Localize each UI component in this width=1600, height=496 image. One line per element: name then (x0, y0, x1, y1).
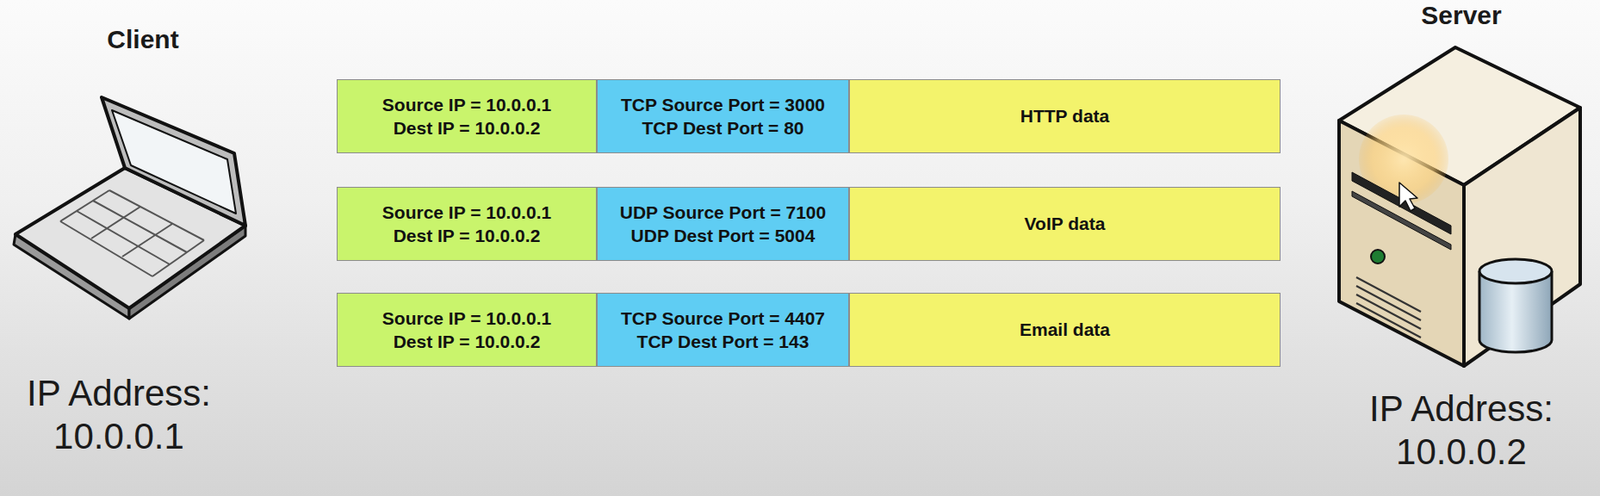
packet-field: VoIP data (1024, 211, 1106, 236)
packet-field: Dest IP = 10.0.0.2 (393, 223, 541, 248)
ip-header-cell: Source IP = 10.0.0.1Dest IP = 10.0.0.2 (336, 79, 597, 154)
packet-field: Source IP = 10.0.0.1 (382, 93, 552, 117)
packet-field: UDP Dest Port = 5004 (631, 223, 816, 248)
transport-header-cell: TCP Source Port = 4407TCP Dest Port = 14… (596, 292, 850, 367)
packet-field: UDP Source Port = 7100 (620, 200, 826, 224)
payload-cell: HTTP data (849, 79, 1281, 154)
packet-field: Dest IP = 10.0.0.2 (393, 329, 541, 354)
transport-header-cell: UDP Source Port = 7100UDP Dest Port = 50… (596, 186, 850, 261)
payload-cell: Email data (849, 292, 1281, 367)
packet-field: TCP Source Port = 3000 (620, 93, 825, 117)
packet-field: Dest IP = 10.0.0.2 (393, 116, 541, 140)
server-icon (1339, 47, 1581, 366)
device-name: Client (56, 24, 230, 56)
packet-field: TCP Source Port = 4407 (620, 306, 825, 330)
ip-header-cell: Source IP = 10.0.0.1Dest IP = 10.0.0.2 (336, 292, 597, 367)
packet-field: HTTP data (1020, 104, 1110, 128)
ip-address-label: IP Address: 10.0.0.2 (1349, 387, 1574, 475)
packet-field: TCP Dest Port = 80 (641, 116, 804, 140)
packet-field: TCP Dest Port = 143 (637, 329, 810, 354)
transport-header-cell: TCP Source Port = 3000TCP Dest Port = 80 (596, 79, 850, 154)
packet-field: Source IP = 10.0.0.1 (382, 200, 552, 224)
packet-field: Source IP = 10.0.0.1 (382, 306, 552, 330)
packet-field: Email data (1019, 317, 1111, 342)
laptop-icon (13, 97, 246, 319)
ip-header-cell: Source IP = 10.0.0.1Dest IP = 10.0.0.2 (336, 186, 597, 261)
payload-cell: VoIP data (849, 186, 1281, 261)
device-name: Server (1375, 0, 1548, 32)
ip-address-label: IP Address: 10.0.0.1 (6, 372, 231, 459)
